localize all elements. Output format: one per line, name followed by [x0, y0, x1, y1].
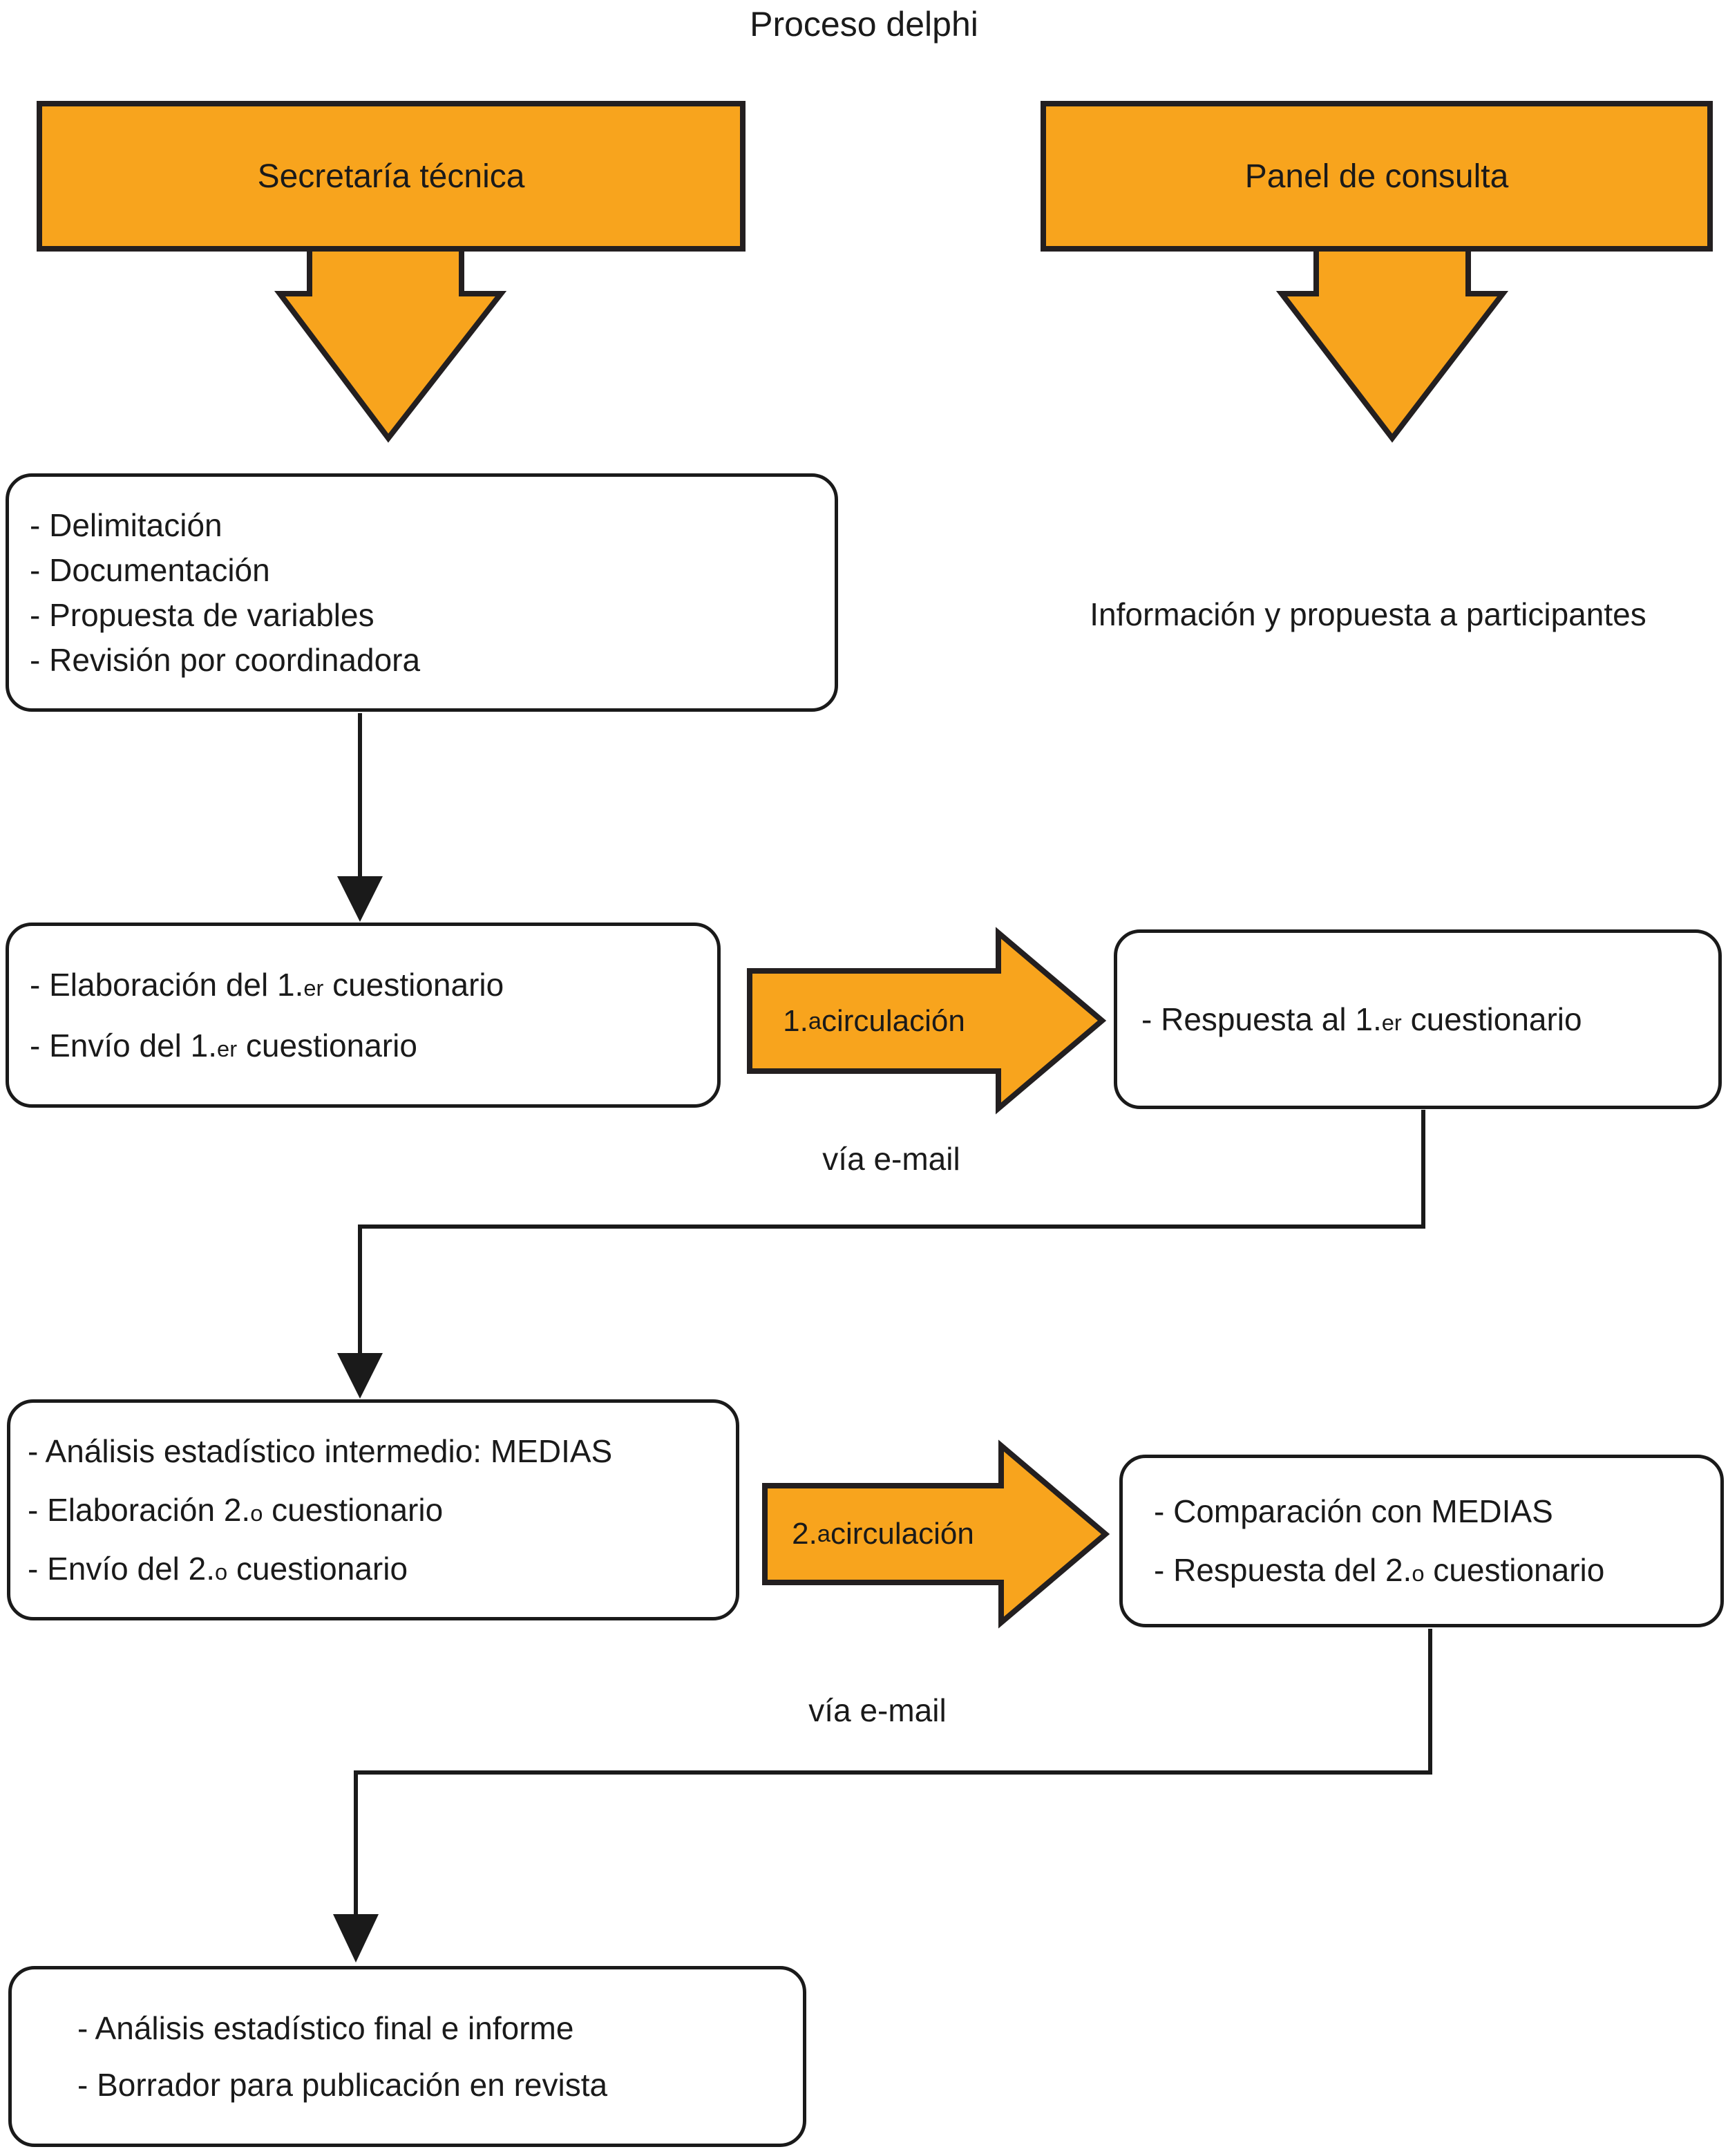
panel-header-shape: [1041, 101, 1713, 252]
secretaria-header-label: Secretaría técnica: [257, 158, 525, 195]
circulacion2-label: 2.a circulación: [792, 1517, 974, 1551]
box-final-report: - Análisis estadístico final e informe -…: [8, 1966, 806, 2147]
box-line: - Elaboración 2.o cuestionario: [28, 1491, 444, 1528]
secretaria-down-arrow-shape: [274, 246, 507, 443]
connector-arrowhead-3: [333, 1914, 379, 1963]
box-line: - Envío del 1.er cuestionario: [30, 1028, 417, 1063]
circulacion2-arrow-shape: [762, 1439, 1110, 1629]
circulacion1-label: 1.a circulación: [783, 1003, 965, 1038]
panel-header-label: Panel de consulta: [1244, 158, 1509, 195]
box-line: - Delimitación: [30, 507, 222, 543]
elbow-connector-2: [354, 1629, 1432, 1918]
box-line: - Borrador para publicación en revista: [77, 2067, 608, 2103]
box-line: - Comparación con MEDIAS: [1154, 1493, 1553, 1529]
box-line: - Respuesta al 1.er cuestionario: [1141, 1001, 1582, 1037]
panel-down-arrow-shape: [1275, 246, 1509, 443]
box-intermediate-analysis: - Análisis estadístico intermedio: MEDIA…: [7, 1399, 739, 1620]
box-line: - Propuesta de variables: [30, 596, 374, 633]
box-line: - Elaboración del 1.er cuestionario: [30, 967, 504, 1003]
info-participantes-text: Información y propuesta a participantes: [1090, 596, 1646, 632]
elbow-connector-1: [358, 1110, 1425, 1357]
box-comparison: - Comparación con MEDIAS - Respuesta del…: [1119, 1455, 1724, 1627]
box-preparation-tasks: - Delimitación - Documentación - Propues…: [6, 473, 838, 712]
connector-arrowhead-2: [337, 1353, 383, 1399]
secretaria-header-shape: [37, 101, 746, 252]
box-line: - Envío del 2.o cuestionario: [28, 1550, 408, 1587]
connector-arrowhead-1: [337, 876, 383, 922]
box-first-response: - Respuesta al 1.er cuestionario: [1114, 929, 1722, 1109]
via-email-label-2: vía e-mail: [808, 1692, 947, 1728]
page-title: Proceso delphi: [750, 5, 978, 44]
via-email-label-1: vía e-mail: [822, 1141, 960, 1177]
box-line: - Análisis estadístico final e informe: [77, 2010, 574, 2046]
box-line: - Documentación: [30, 551, 270, 588]
circulacion1-arrow-shape: [747, 927, 1107, 1115]
box-line: - Revisión por coordinadora: [30, 641, 421, 678]
box-line: - Respuesta del 2.o cuestionario: [1154, 1552, 1605, 1588]
box-line: - Análisis estadístico intermedio: MEDIA…: [28, 1432, 613, 1469]
box-first-questionnaire: - Elaboración del 1.er cuestionario - En…: [6, 923, 721, 1108]
